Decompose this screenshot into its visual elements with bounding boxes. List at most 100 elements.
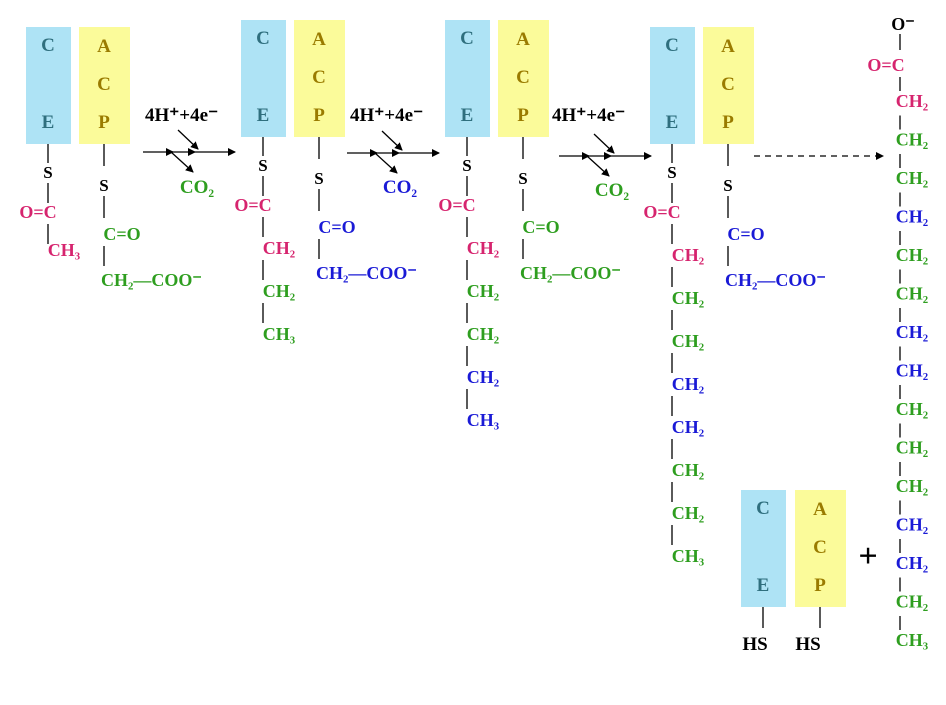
step-3-acp-carbonyl: C=O	[522, 217, 559, 237]
step-1-ce-letter-c: C	[41, 35, 55, 56]
reduction-2-co2: CO₂	[383, 177, 418, 198]
step-4-chain-group-5: CH₂	[672, 417, 704, 437]
released-ce-letter-e: E	[757, 575, 770, 596]
step-1-ce-letter-e: E	[42, 112, 55, 133]
released-acp-hs: HS	[795, 634, 820, 655]
step-2-acp-carbonyl: C=O	[318, 217, 355, 237]
step-2-acp-letter-p: P	[313, 105, 325, 126]
step-2-chain-group-1: CH₂	[263, 238, 295, 258]
product-carbonyl: O=C	[867, 55, 904, 75]
step-4-ce-box	[650, 27, 695, 144]
step-1-acp-box	[79, 27, 130, 144]
released-ce-letter-c: C	[756, 498, 770, 519]
released-acp-box	[795, 490, 846, 607]
step-2-ce-sulfur: S	[258, 156, 267, 175]
step-3-ce-sulfur: S	[462, 156, 471, 175]
step-4-acp-letter-p: P	[722, 112, 734, 133]
product-group-14: CH₂	[896, 553, 928, 573]
step-1-acp-letter-c: C	[97, 74, 111, 95]
product-group-15: CH₂	[896, 592, 928, 612]
step-2-ce-box	[241, 20, 286, 137]
step-2-acp-malonyl: CH₂—COO⁻	[316, 263, 417, 283]
step-4-ce-letter-c: C	[665, 35, 679, 56]
step-4-acp-malonyl: CH₂—COO⁻	[725, 270, 826, 290]
step-1-acp-letter-a: A	[97, 36, 111, 57]
product-group-6: CH₂	[896, 245, 928, 265]
step-2-ce-letter-e: E	[257, 105, 270, 126]
step-4-chain-group-3: CH₂	[672, 331, 704, 351]
step-3-chain-group-0: O=C	[438, 195, 475, 215]
step-4-acp-carbonyl: C=O	[727, 224, 764, 244]
product-group-16: CH₃	[896, 630, 929, 650]
product-group-5: CH₂	[896, 207, 928, 227]
step-1-acp-carbonyl: C=O	[103, 224, 140, 244]
step-4-chain-group-0: O=C	[643, 202, 680, 222]
step-2-chain-group-2: CH₂	[263, 281, 295, 301]
reduction-2-label: 4H⁺+4e⁻	[350, 105, 423, 126]
reduction-1-co2-arrow	[170, 151, 194, 173]
reduction-3-co2: CO₂	[595, 180, 630, 201]
step-3-ce-letter-e: E	[461, 105, 474, 126]
product-group-12: CH₂	[896, 476, 928, 496]
step-4-ce-letter-e: E	[666, 112, 679, 133]
step-3-ce-box	[445, 20, 490, 137]
step-3-acp-malonyl: CH₂—COO⁻	[520, 263, 621, 283]
step-2-acp-sulfur: S	[314, 169, 323, 188]
product-group-3: CH₂	[896, 130, 928, 150]
step-3-acp-letter-a: A	[516, 29, 530, 50]
reduction-3-label: 4H⁺+4e⁻	[552, 105, 625, 126]
reduction-2-in-arrow	[381, 130, 403, 151]
step-4-ce-sulfur: S	[667, 163, 676, 182]
step-1-acp-malonyl: CH₂—COO⁻	[101, 270, 202, 290]
step-1-acp-letter-p: P	[98, 112, 110, 133]
reduction-3-co2-arrow	[586, 155, 610, 177]
reduction-1-label: 4H⁺+4e⁻	[145, 105, 218, 126]
step-4-chain-group-6: CH₂	[672, 460, 704, 480]
step-1-chain-group-0: O=C	[19, 202, 56, 222]
step-3-ce-letter-c: C	[460, 28, 474, 49]
reduction-1-co2: CO₂	[180, 177, 215, 198]
step-3-acp-sulfur: S	[518, 169, 527, 188]
released-acp-letter-c: C	[813, 537, 827, 558]
released-ce-box	[741, 490, 786, 607]
step-3-acp-letter-p: P	[517, 105, 529, 126]
step-2-acp-letter-a: A	[312, 29, 326, 50]
step-4-acp-box	[703, 27, 754, 144]
step-2-acp-box	[294, 20, 345, 137]
step-4-chain-group-8: CH₃	[672, 546, 705, 566]
step-1-ce-box	[26, 27, 71, 144]
step-4-chain-group-1: CH₂	[672, 245, 704, 265]
product-group-8: CH₂	[896, 322, 928, 342]
released-ce-hs: HS	[742, 634, 767, 655]
step-1-chain-group-1: CH₃	[48, 240, 81, 260]
product-group-9: CH₂	[896, 361, 928, 381]
step-3-chain-group-3: CH₂	[467, 324, 499, 344]
step-2-acp-letter-c: C	[312, 67, 326, 88]
step-4-chain-group-7: CH₂	[672, 503, 704, 523]
plus-sign: +	[858, 538, 877, 575]
product-group-2: CH₂	[896, 91, 928, 111]
product-carboxylate-o: O⁻	[891, 14, 915, 34]
step-3-acp-box	[498, 20, 549, 137]
released-acp-letter-p: P	[814, 575, 826, 596]
step-2-chain-group-0: O=C	[234, 195, 271, 215]
step-4-acp-letter-c: C	[721, 74, 735, 95]
step-3-chain-group-4: CH₂	[467, 367, 499, 387]
step-4-chain-group-2: CH₂	[672, 288, 704, 308]
step-3-chain-group-5: CH₃	[467, 410, 500, 430]
step-4-acp-letter-a: A	[721, 36, 735, 57]
product-group-4: CH₂	[896, 168, 928, 188]
reduction-3-in-arrow	[593, 133, 615, 154]
product-group-7: CH₂	[896, 284, 928, 304]
step-3-acp-letter-c: C	[516, 67, 530, 88]
product-group-11: CH₂	[896, 438, 928, 458]
step-3-chain-group-2: CH₂	[467, 281, 499, 301]
reduction-2-co2-arrow	[374, 152, 398, 174]
released-acp-letter-a: A	[813, 499, 827, 520]
product-group-10: CH₂	[896, 399, 928, 419]
step-3-chain-group-1: CH₂	[467, 238, 499, 258]
step-2-chain-group-3: CH₃	[263, 324, 296, 344]
step-1-acp-sulfur: S	[99, 176, 108, 195]
reduction-1-in-arrow	[177, 129, 199, 150]
